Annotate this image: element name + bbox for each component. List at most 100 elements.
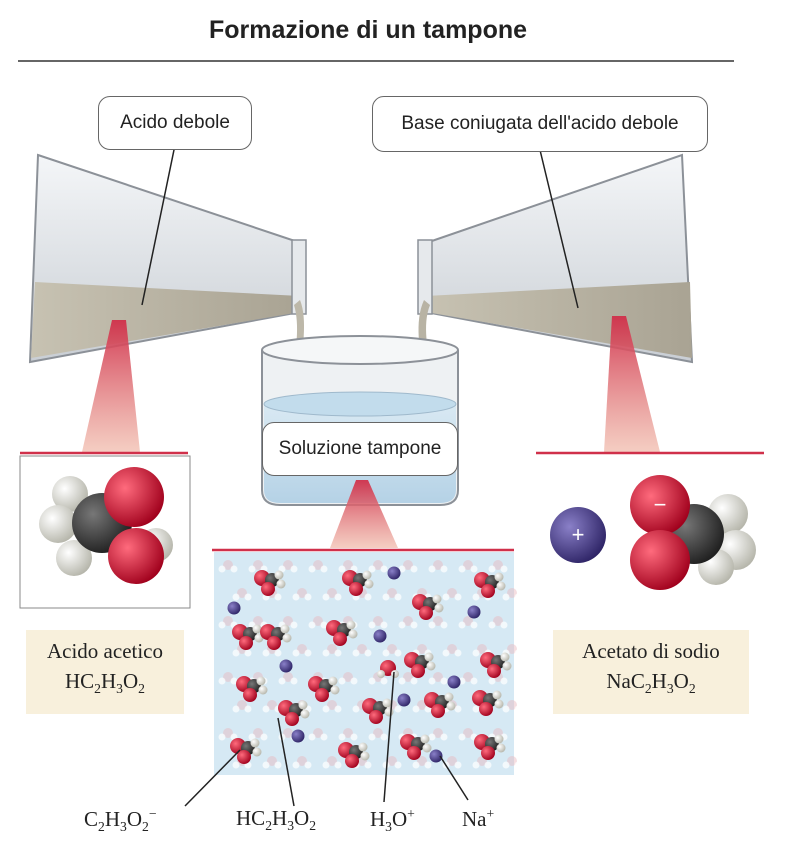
sodium-ion-particle [429, 749, 443, 763]
water-hydrogen [244, 593, 252, 601]
water-hydrogen [380, 621, 388, 629]
water-oxygen [403, 672, 413, 682]
water-oxygen [297, 756, 307, 766]
oxygen-atom [487, 664, 501, 678]
water-hydrogen [218, 733, 226, 741]
water-hydrogen [230, 565, 238, 573]
sodium-ion-particle [467, 605, 481, 619]
water-hydrogen [262, 649, 270, 657]
water-hydrogen [274, 593, 282, 601]
water-hydrogen [458, 565, 466, 573]
water-hydrogen [274, 649, 282, 657]
hydronium-hydrogen [377, 670, 385, 678]
water-hydrogen [368, 621, 376, 629]
hydrogen-atom [444, 692, 454, 702]
acetic-acid-name: Acido acetico [46, 639, 164, 663]
hydrogen-atom [424, 652, 434, 662]
water-hydrogen [334, 593, 342, 601]
hydrogen-atom [434, 603, 444, 613]
water-hydrogen [454, 705, 462, 713]
water-hydrogen [262, 761, 270, 769]
sodium-ion [550, 507, 606, 563]
water-hydrogen [458, 733, 466, 741]
water-hydrogen [398, 621, 406, 629]
water-oxygen [237, 700, 247, 710]
water-oxygen [283, 616, 293, 626]
water-oxygen [253, 616, 263, 626]
oxygen-atom [333, 632, 347, 646]
hydrogen-atom [494, 699, 504, 709]
water-oxygen [387, 644, 397, 654]
page-title: Formazione di un tampone [208, 16, 528, 44]
water-hydrogen [472, 761, 480, 769]
oxygen-atom [411, 664, 425, 678]
solution-zoom-beam [330, 480, 398, 548]
water-hydrogen [290, 565, 298, 573]
water-hydrogen [338, 677, 346, 685]
water-hydrogen [338, 565, 346, 573]
oxygen-atom [419, 606, 433, 620]
water-hydrogen [502, 761, 510, 769]
water-hydrogen [232, 649, 240, 657]
water-oxygen [313, 728, 323, 738]
water-hydrogen [410, 677, 418, 685]
water-hydrogen [322, 705, 330, 713]
water-oxygen [357, 644, 367, 654]
water-hydrogen [380, 733, 388, 741]
water-hydrogen [290, 677, 298, 685]
water-hydrogen [352, 705, 360, 713]
oxygen-atom [239, 636, 253, 650]
sodium-acetate-namebox: Acetato di sodio NaC2H3O2 [553, 630, 749, 714]
water-oxygen [283, 728, 293, 738]
water-hydrogen [308, 565, 316, 573]
water-oxygen [493, 560, 503, 570]
hydrogen-atom [494, 734, 504, 744]
water-oxygen [223, 560, 233, 570]
hydrogen-atom [358, 742, 368, 752]
water-oxygen [433, 616, 443, 626]
hydrogen-atom [494, 572, 504, 582]
oxygen-atom [237, 750, 251, 764]
water-hydrogen [382, 649, 390, 657]
water-hydrogen [350, 733, 358, 741]
water-hydrogen [488, 565, 496, 573]
water-hydrogen [440, 621, 448, 629]
acetate-ion [630, 475, 756, 590]
water-hydrogen [428, 733, 436, 741]
sodium-ion-particle [227, 601, 241, 615]
oxygen-atom [481, 584, 495, 598]
water-oxygen [447, 588, 457, 598]
hydrogen-atom [330, 685, 340, 695]
sodium-ion-label: Na+ [462, 806, 495, 831]
hydrogen-atom [446, 701, 456, 711]
water-hydrogen [364, 761, 372, 769]
water-hydrogen [304, 761, 312, 769]
water-hydrogen [394, 649, 402, 657]
water-hydrogen [502, 705, 510, 713]
hydrogen-atom [300, 709, 310, 719]
hydrogen-atom [384, 707, 394, 717]
water-hydrogen [320, 565, 328, 573]
hydrogen-atom [492, 690, 502, 700]
oxygen-atom [481, 746, 495, 760]
water-hydrogen [488, 621, 496, 629]
water-hydrogen [454, 761, 462, 769]
water-oxygen [283, 672, 293, 682]
oxygen-atom [261, 582, 275, 596]
water-oxygen [507, 756, 517, 766]
water-hydrogen [488, 677, 496, 685]
water-hydrogen [322, 761, 330, 769]
water-hydrogen [244, 649, 252, 657]
water-hydrogen [500, 565, 508, 573]
hydrogen-atom [258, 685, 268, 695]
water-oxygen [417, 756, 427, 766]
water-hydrogen [470, 677, 478, 685]
water-hydrogen [218, 621, 226, 629]
water-hydrogen [394, 705, 402, 713]
title-divider [18, 60, 734, 62]
water-hydrogen [248, 565, 256, 573]
water-hydrogen [232, 705, 240, 713]
water-oxygen [253, 560, 263, 570]
water-hydrogen [292, 593, 300, 601]
hydrogen-atom [348, 629, 358, 639]
